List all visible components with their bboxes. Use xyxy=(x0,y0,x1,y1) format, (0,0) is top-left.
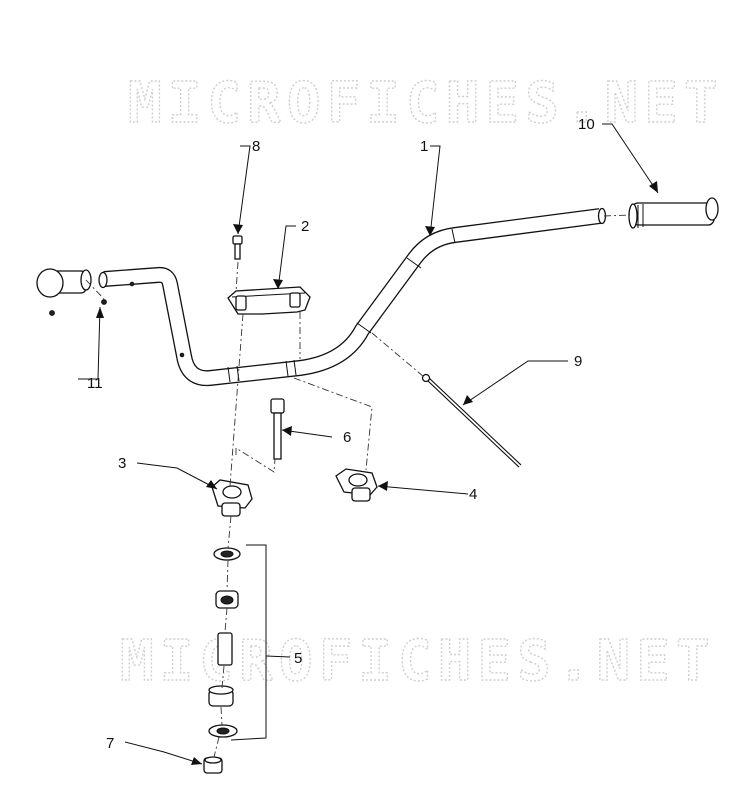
lower-holder-right xyxy=(335,468,378,502)
small-bolt xyxy=(232,235,243,260)
watermark-top: MICROFICHES.NET xyxy=(128,71,724,136)
callout-4: 4 xyxy=(469,486,477,503)
arrowheads xyxy=(96,181,658,765)
watermark-bottom: MICROFICHES.NET xyxy=(120,629,716,694)
nut xyxy=(203,756,223,774)
left-bar-end xyxy=(36,268,107,316)
long-bolt xyxy=(270,398,285,460)
callout-3: 3 xyxy=(118,455,126,472)
callout-8: 8 xyxy=(252,138,260,155)
callout-5: 5 xyxy=(294,650,302,667)
handlebar xyxy=(98,207,607,387)
upper-clamp xyxy=(227,286,311,315)
cable-rod xyxy=(371,332,522,468)
callout-9: 9 xyxy=(574,353,582,370)
callout-7: 7 xyxy=(106,735,114,752)
callout-2: 2 xyxy=(301,218,309,235)
assembly-lines xyxy=(213,261,373,758)
bushing-stack xyxy=(208,547,241,738)
callout-6: 6 xyxy=(343,429,351,446)
leader-lines xyxy=(78,123,659,765)
callout-1: 1 xyxy=(420,138,428,155)
lower-holder-left xyxy=(211,479,253,517)
right-grip xyxy=(603,197,719,229)
callout-11: 11 xyxy=(87,375,103,392)
callout-10: 10 xyxy=(578,116,595,133)
